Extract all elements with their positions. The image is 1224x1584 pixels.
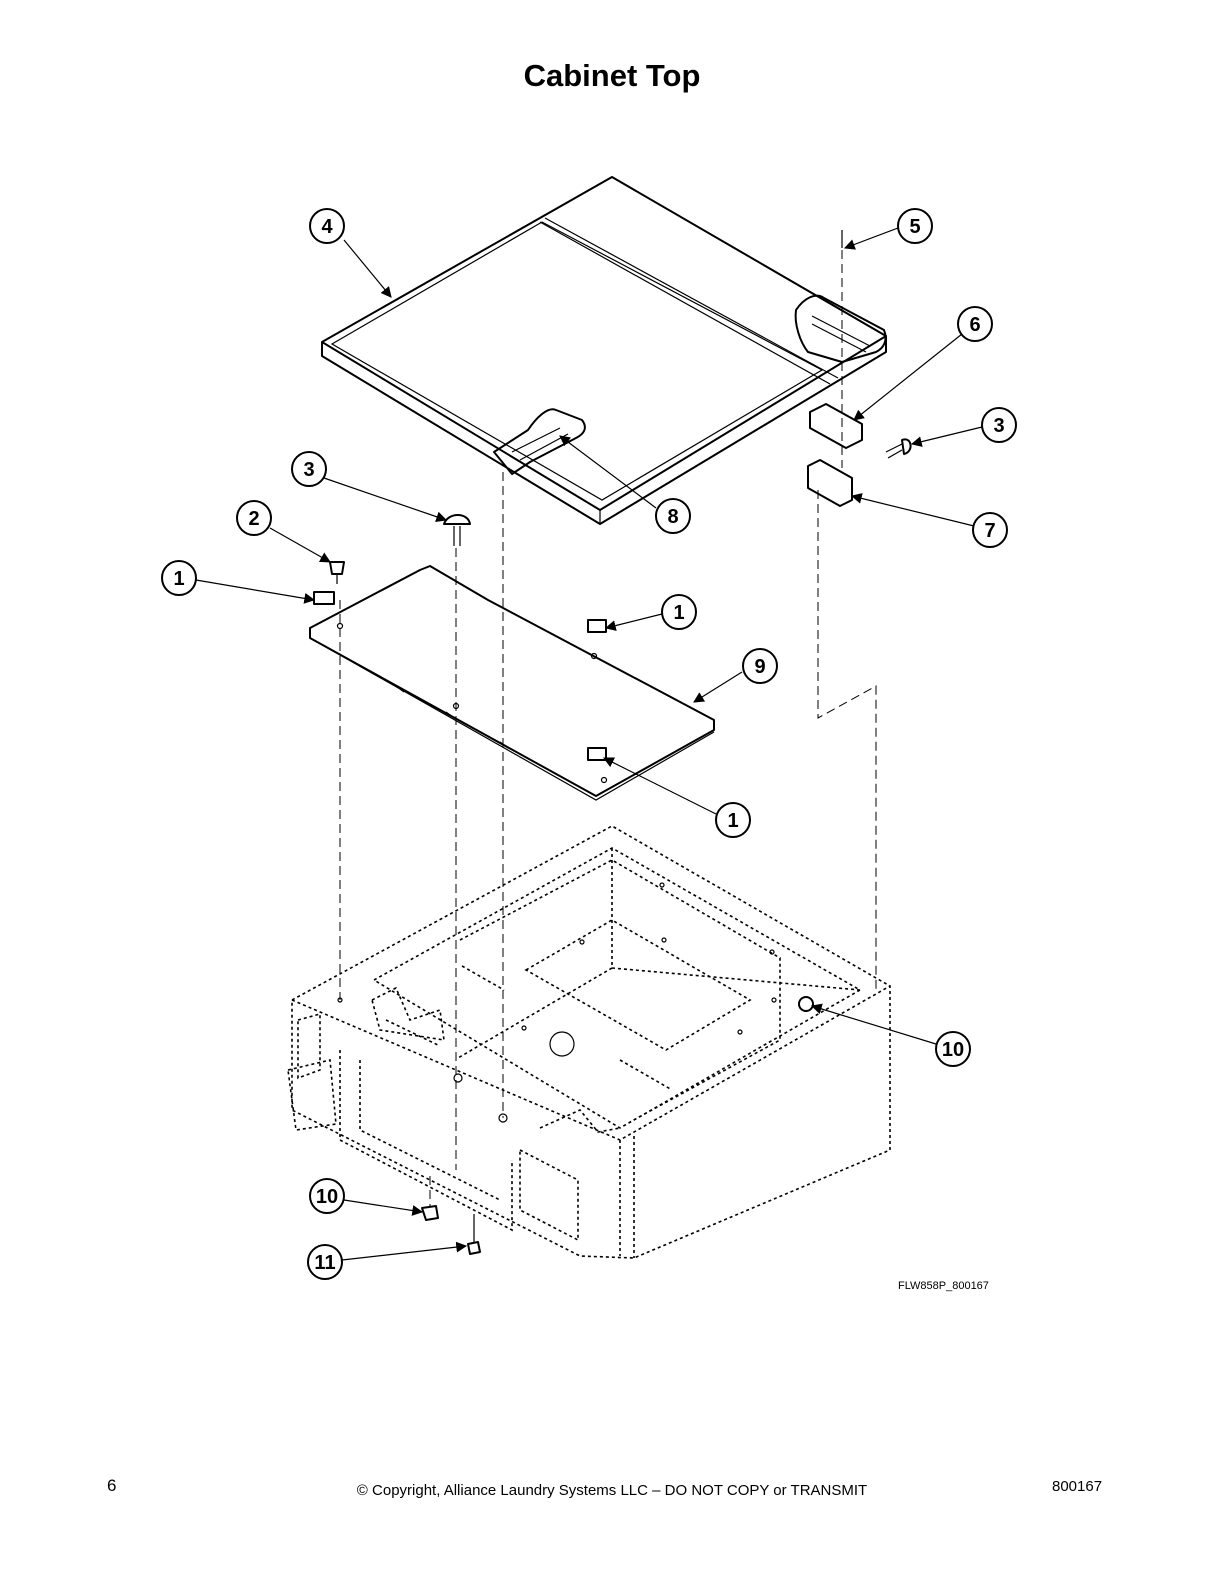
bolt-3b — [901, 438, 912, 455]
cabinet-body — [287, 825, 891, 1259]
callout-11: 11 — [307, 1244, 343, 1280]
nut-10b — [421, 1205, 439, 1221]
screw-2 — [329, 561, 345, 575]
screw-11 — [467, 1241, 481, 1255]
callout-label: 11 — [314, 1252, 335, 1274]
callout-label: 6 — [969, 314, 980, 336]
page-number: 6 — [107, 1476, 117, 1495]
callout-label: 10 — [316, 1186, 338, 1208]
callout-label: 7 — [984, 520, 995, 542]
callout-9: 9 — [742, 648, 778, 684]
alignment-lines — [339, 250, 877, 1206]
callout-7: 7 — [972, 512, 1008, 548]
callout-1-mid: 1 — [661, 594, 697, 630]
callout-label: 1 — [727, 810, 738, 832]
drawing-code: FLW858P_800167 — [898, 1280, 989, 1292]
callout-3-right: 3 — [981, 407, 1017, 443]
callout-10-left: 10 — [309, 1178, 345, 1214]
callout-8: 8 — [655, 498, 691, 534]
callout-label: 1 — [673, 602, 684, 624]
top-support-panel — [309, 565, 715, 801]
callout-label: 3 — [993, 415, 1004, 437]
callout-1-bottom: 1 — [715, 802, 751, 838]
clip-1b — [587, 619, 607, 633]
copyright-notice: © Copyright, Alliance Laundry Systems LL… — [356, 1482, 868, 1499]
nut-10a — [798, 996, 814, 1012]
callout-label: 9 — [754, 656, 765, 678]
leader-arrows — [195, 227, 983, 1261]
callout-label: 3 — [303, 459, 314, 481]
callout-label: 8 — [667, 506, 678, 528]
bolt-3 — [443, 514, 471, 525]
cabinet-top-lid — [321, 176, 887, 525]
callout-label: 2 — [248, 508, 259, 530]
callout-5: 5 — [897, 208, 933, 244]
clip-1c — [587, 747, 607, 761]
hinge-6 — [809, 403, 863, 449]
document-number: 800167 — [1052, 1478, 1103, 1495]
callout-6: 6 — [957, 306, 993, 342]
callout-2: 2 — [236, 500, 272, 536]
callout-1-left: 1 — [161, 560, 197, 596]
callout-label: 5 — [909, 216, 920, 238]
fastener-parts — [313, 230, 912, 1255]
callout-4: 4 — [309, 208, 345, 244]
page-title: Cabinet Top — [523, 58, 701, 93]
callout-label: 10 — [942, 1039, 964, 1061]
callout-label: 4 — [321, 216, 333, 238]
callout-3-left: 3 — [291, 451, 327, 487]
callout-10-right: 10 — [935, 1031, 971, 1067]
callout-label: 1 — [173, 568, 184, 590]
hinge-bracket-7 — [807, 459, 853, 507]
clip-1a — [313, 591, 335, 605]
